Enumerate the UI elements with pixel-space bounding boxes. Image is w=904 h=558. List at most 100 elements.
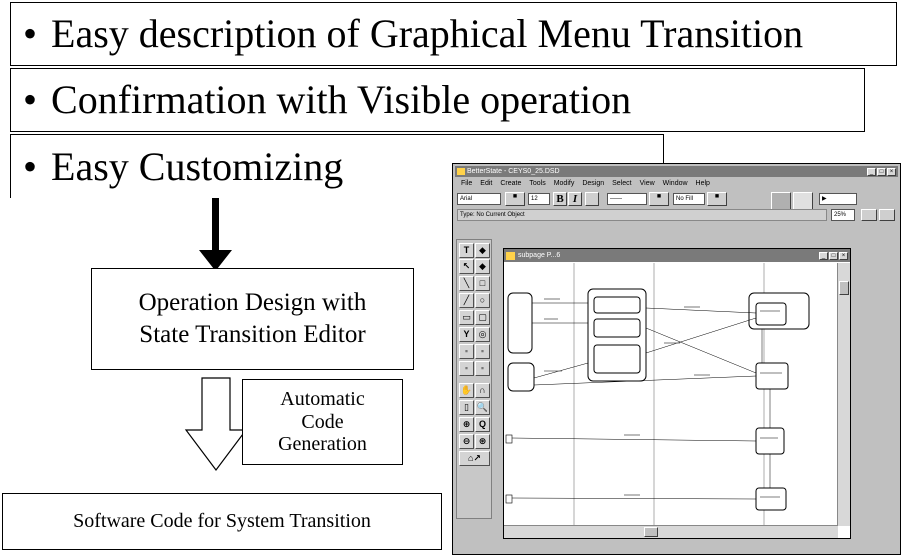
vertical-scroll-thumb[interactable] — [839, 281, 849, 295]
close-icon[interactable]: × — [887, 167, 896, 176]
state-box — [755, 487, 787, 511]
status-row: Type: No Current Object 25% — [455, 209, 898, 221]
transition-line — [533, 375, 757, 386]
bend-tool-icon[interactable]: ∩ — [475, 383, 490, 398]
menu-file[interactable]: File — [461, 180, 473, 187]
zoom-field[interactable]: 25% — [831, 209, 855, 221]
bullet-dot: • — [23, 11, 38, 56]
split-tool-icon[interactable]: ▪ — [475, 361, 490, 376]
color-dropdown[interactable]: ■ — [505, 192, 525, 206]
codegen-line2: Code — [301, 410, 344, 433]
horizontal-scroll-thumb[interactable] — [644, 527, 658, 537]
design-box-line1: Operation Design with — [138, 288, 367, 316]
italic-button[interactable]: I — [568, 192, 582, 206]
simulate-icon[interactable] — [771, 192, 791, 210]
status-text: Type: No Current Object — [457, 209, 827, 221]
line-style-select[interactable]: —— — [607, 193, 647, 205]
menu-design[interactable]: Design — [582, 180, 605, 187]
connector-node — [505, 494, 513, 504]
node-tool-icon[interactable]: ◆ — [475, 259, 490, 274]
feature-text-visible-operation: Confirmation with Visible operation — [51, 77, 632, 122]
play-select[interactable]: ▶ — [819, 193, 857, 205]
sub-maximize-icon[interactable]: □ — [829, 251, 838, 260]
default-tool-icon[interactable]: ▪ — [459, 344, 474, 359]
transition-line — [645, 307, 757, 314]
state-tool-icon[interactable]: ▭ — [459, 310, 474, 325]
menu-view[interactable]: View — [639, 180, 655, 187]
tool-palette: T ◆ ↖ ◆ ╲ □ ╱ ○ ▭ ▢ Y ◎ ▪ ▪ ▪ ▪ ✋ ∩ ▯ 🔍 … — [456, 239, 492, 519]
superstate-tool-icon[interactable]: ▢ — [475, 310, 490, 325]
line-color-dropdown[interactable]: ■ — [649, 192, 669, 206]
subpage-icon — [506, 251, 515, 260]
state-diagram-canvas[interactable] — [504, 263, 838, 527]
navigate-icon[interactable]: ⌂↗ — [459, 451, 490, 466]
maximize-icon[interactable]: □ — [877, 167, 886, 176]
transition-tool-icon[interactable]: ╱ — [459, 293, 474, 308]
vertical-scrollbar[interactable] — [837, 263, 850, 526]
menu-modify[interactable]: Modify — [553, 180, 575, 187]
app-icon — [457, 168, 465, 175]
codegen-line3: Generation — [278, 433, 367, 456]
text-tool-icon[interactable]: T — [459, 243, 474, 258]
sub-minimize-icon[interactable]: _ — [819, 251, 828, 260]
font-size-select[interactable]: 12 — [528, 193, 550, 205]
zoom-fit-button[interactable] — [879, 209, 895, 221]
menu-create[interactable]: Create — [500, 180, 522, 187]
terminal-tool-icon[interactable]: ▪ — [475, 344, 490, 359]
subpage-window: subpage P...6 _ □ × — [503, 248, 851, 539]
zoom-out-icon[interactable]: ⊖ — [459, 434, 474, 449]
editor-window: BetterState - CEYS0_25.DSD _ □ × File Ed… — [452, 163, 901, 555]
hollow-arrow — [184, 377, 248, 471]
zoom-box-icon[interactable]: Q — [475, 417, 490, 432]
page-tool-icon[interactable]: ▯ — [459, 400, 474, 415]
feature-box-visible-operation: • Confirmation with Visible operation — [10, 68, 865, 132]
sync-tool-icon[interactable]: ▪ — [459, 361, 474, 376]
fill-select[interactable]: No Fill — [673, 193, 705, 205]
subpage-titlebar: subpage P...6 _ □ × — [504, 249, 850, 262]
sub-close-icon[interactable]: × — [839, 251, 848, 260]
window-title: BetterState - CEYS0_25.DSD — [467, 168, 560, 175]
output-box: Software Code for System Transition — [2, 493, 442, 550]
bullet-dot: • — [23, 143, 38, 189]
transition-line — [645, 327, 757, 374]
menu-select[interactable]: Select — [612, 180, 632, 187]
state-box — [593, 318, 641, 338]
transition-line — [511, 437, 757, 442]
ellipse-tool-icon[interactable]: ○ — [475, 293, 490, 308]
rect-tool-icon[interactable]: □ — [475, 276, 490, 291]
zoom-toggle-button[interactable] — [861, 209, 877, 221]
transition-line — [511, 497, 757, 500]
hand-tool-icon[interactable]: ✋ — [459, 383, 474, 398]
font-select[interactable]: Arial — [457, 193, 501, 205]
design-box-line2: State Transition Editor — [139, 321, 366, 348]
state-box — [755, 302, 787, 326]
zoom-fit-icon[interactable]: ⊛ — [475, 434, 490, 449]
menu-help[interactable]: Help — [695, 180, 710, 187]
line-tool-icon[interactable]: ╲ — [459, 276, 474, 291]
align-button[interactable] — [585, 192, 599, 206]
pointer-tool-icon[interactable]: ◆ — [475, 243, 490, 258]
bold-button[interactable]: B — [553, 192, 567, 206]
connector-tool-icon[interactable]: Y — [459, 327, 474, 342]
arrow-select-icon[interactable]: ↖ — [459, 259, 474, 274]
fill-color-dropdown[interactable]: ■ — [707, 192, 727, 206]
state-box — [755, 362, 789, 390]
horizontal-scrollbar[interactable] — [504, 525, 838, 538]
transition-line — [533, 362, 589, 379]
codegen-line1: Automatic — [280, 388, 365, 411]
menu-tools[interactable]: Tools — [529, 180, 546, 187]
zoom-in-icon[interactable]: 🔍 — [475, 400, 490, 415]
animate-icon[interactable] — [793, 192, 813, 210]
menu-window[interactable]: Window — [662, 180, 688, 187]
solid-arrow-shaft — [212, 198, 219, 254]
feature-text-graphical-menu: Easy description of Graphical Menu Trans… — [51, 11, 804, 56]
state-box — [755, 427, 785, 455]
history-tool-icon[interactable]: ◎ — [475, 327, 490, 342]
format-toolbar: Arial ■ 12 B I —— ■ No Fill ■ ▶ — [455, 191, 898, 210]
minimize-icon[interactable]: _ — [867, 167, 876, 176]
bullet-dot: • — [23, 77, 38, 122]
menu-edit[interactable]: Edit — [480, 180, 493, 187]
zoom-area-icon[interactable]: ⊕ — [459, 417, 474, 432]
state-box — [507, 362, 535, 392]
feature-box-graphical-menu: • Easy description of Graphical Menu Tra… — [10, 2, 897, 66]
